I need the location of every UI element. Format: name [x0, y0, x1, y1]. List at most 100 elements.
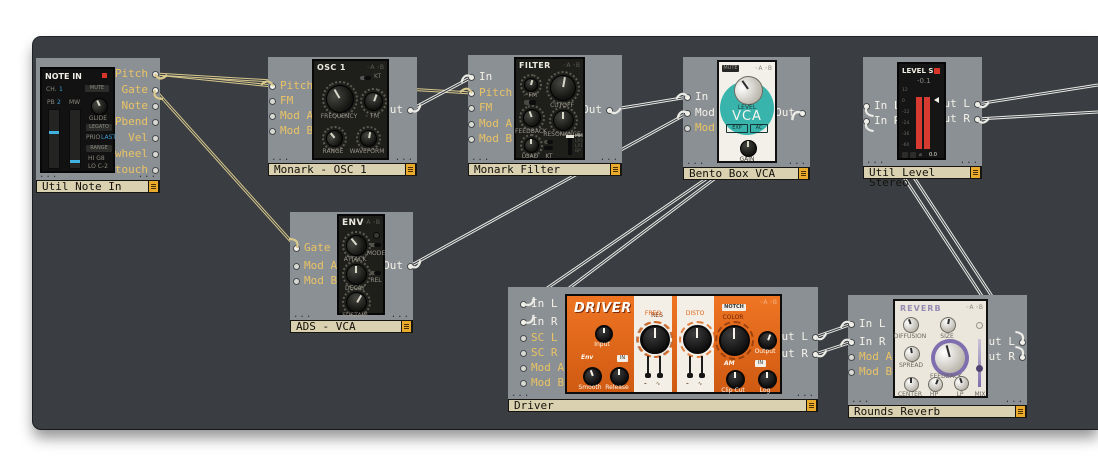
- port-filter-mod_b[interactable]: Mod B: [468, 133, 516, 145]
- pitchbend-slider[interactable]: [48, 109, 60, 169]
- log-knob[interactable]: [757, 369, 777, 389]
- port-notein-note[interactable]: Note: [85, 100, 159, 112]
- resize-handle[interactable]: ...: [293, 310, 313, 320]
- port-notein-vel[interactable]: Vel: [85, 132, 159, 144]
- notch-button[interactable]: NOTCH: [722, 304, 746, 311]
- port-osc1-pitch[interactable]: Pitch: [269, 80, 317, 92]
- env-in-button[interactable]: IN: [617, 355, 628, 362]
- port-reverb-in_r[interactable]: In R: [848, 336, 890, 348]
- resize-handle[interactable]: ...: [787, 157, 807, 167]
- mute-button[interactable]: MUTE: [85, 85, 109, 92]
- disto-mini-slider-2[interactable]: [699, 356, 705, 378]
- module-menu-button[interactable]: [806, 399, 817, 412]
- decay-knob[interactable]: [341, 259, 371, 289]
- resize-handle[interactable]: ...: [471, 153, 491, 163]
- waveform-selector[interactable]: [353, 123, 383, 153]
- port-reverb-in_l[interactable]: In L: [848, 318, 890, 330]
- range-selector[interactable]: [316, 120, 352, 156]
- gain-knob[interactable]: [739, 139, 757, 157]
- ab-toggle[interactable]: [524, 100, 536, 105]
- resize-handle[interactable]: ...: [686, 157, 706, 167]
- am-in-button[interactable]: IN: [755, 360, 766, 367]
- clip-cut-knob[interactable]: [725, 369, 745, 389]
- feedback-knob[interactable]: [515, 101, 549, 135]
- port-reverb-mod_a[interactable]: Mod A: [848, 351, 896, 363]
- freq-mini-slider-2[interactable]: [657, 356, 663, 378]
- resize-handle[interactable]: ...: [271, 153, 291, 163]
- color-knob[interactable]: [714, 320, 754, 360]
- modwheel-slider[interactable]: [69, 109, 81, 169]
- module-menu-button[interactable]: [148, 180, 159, 193]
- port-osc1-fm[interactable]: FM: [269, 95, 297, 107]
- port-notein-mwheel[interactable]: Mwheel: [85, 148, 159, 160]
- port-driver-sc_r[interactable]: SC R: [520, 347, 562, 359]
- mode-option-MM[interactable]: MM: [575, 134, 583, 139]
- module-menu-button[interactable]: [401, 320, 412, 333]
- port-reverb-mod_b[interactable]: Mod B: [848, 366, 896, 378]
- freq-mini-slider-1[interactable]: [645, 356, 651, 378]
- disto-mini-slider-1[interactable]: [687, 356, 693, 378]
- port-filter-in[interactable]: In: [468, 71, 496, 83]
- mode-option-LP1[interactable]: LP1: [575, 144, 584, 149]
- glide-knob[interactable]: [87, 94, 111, 118]
- port-osc1-mod_b[interactable]: Mod B: [269, 125, 317, 137]
- meter-mode-button-1[interactable]: [902, 152, 908, 158]
- module-menu-button[interactable]: [405, 163, 416, 176]
- module-name-strip[interactable]: Util Level Stereo: [863, 166, 982, 188]
- exp-button[interactable]: EXP: [726, 124, 748, 133]
- resize-handle[interactable]: ...: [39, 170, 59, 180]
- spread-knob[interactable]: [902, 344, 922, 364]
- resonance-knob[interactable]: [548, 105, 578, 135]
- mode-option-LP2[interactable]: LP2: [575, 139, 584, 144]
- port-notein-pbend[interactable]: Pbend: [85, 116, 159, 128]
- module-name-strip[interactable]: Monark Filter: [468, 163, 622, 176]
- range-button[interactable]: RANGE: [86, 145, 112, 152]
- port-notein-atouch[interactable]: Atouch: [85, 164, 159, 176]
- phase-icon[interactable]: ⌀: [919, 152, 923, 158]
- port-env-mod_b[interactable]: Mod B: [293, 275, 341, 287]
- release-knob[interactable]: [609, 366, 629, 386]
- rel-switch[interactable]: [370, 271, 381, 275]
- freq-knob[interactable]: [636, 320, 674, 358]
- size-knob[interactable]: [938, 315, 958, 335]
- center-knob[interactable]: [903, 376, 919, 392]
- port-filter-pitch[interactable]: Pitch: [468, 87, 516, 99]
- resize-handle[interactable]: ...: [1004, 395, 1024, 405]
- port-driver-mod_a[interactable]: Mod A: [520, 362, 568, 374]
- port-env-gate[interactable]: Gate: [293, 242, 335, 254]
- mode-slider[interactable]: [566, 135, 574, 155]
- cutoff-knob[interactable]: [543, 68, 583, 108]
- load-knob[interactable]: [519, 133, 543, 157]
- resize-handle[interactable]: ...: [795, 389, 815, 399]
- port-driver-sc_l[interactable]: SC L: [520, 332, 562, 344]
- disto-knob[interactable]: [678, 320, 716, 358]
- port-osc1-mod_a[interactable]: Mod A: [269, 110, 317, 122]
- meter-mode-button-2[interactable]: [910, 152, 916, 158]
- module-menu-button[interactable]: [610, 163, 621, 176]
- filter-fm-knob[interactable]: [517, 71, 545, 99]
- legato-button[interactable]: LEGATO: [86, 124, 112, 131]
- resize-handle[interactable]: ...: [394, 153, 414, 163]
- mode-option-BP[interactable]: BP: [575, 149, 581, 154]
- resize-handle[interactable]: ...: [137, 170, 157, 180]
- resize-handle[interactable]: ...: [511, 389, 531, 399]
- module-name-strip[interactable]: Rounds Reverb: [848, 405, 1027, 418]
- port-filter-mod_a[interactable]: Mod A: [468, 118, 516, 130]
- resize-handle[interactable]: ...: [599, 153, 619, 163]
- module-name-strip[interactable]: Bento Box VCA: [683, 167, 810, 180]
- mode-switch[interactable]: [370, 243, 381, 247]
- module-menu-button[interactable]: [798, 167, 809, 180]
- mix-slider[interactable]: [976, 339, 983, 387]
- ac-button[interactable]: AC: [750, 124, 768, 133]
- port-vca-in[interactable]: In: [684, 91, 712, 103]
- port-driver-in_l[interactable]: In L: [520, 298, 562, 310]
- module-menu-button[interactable]: [1015, 405, 1026, 418]
